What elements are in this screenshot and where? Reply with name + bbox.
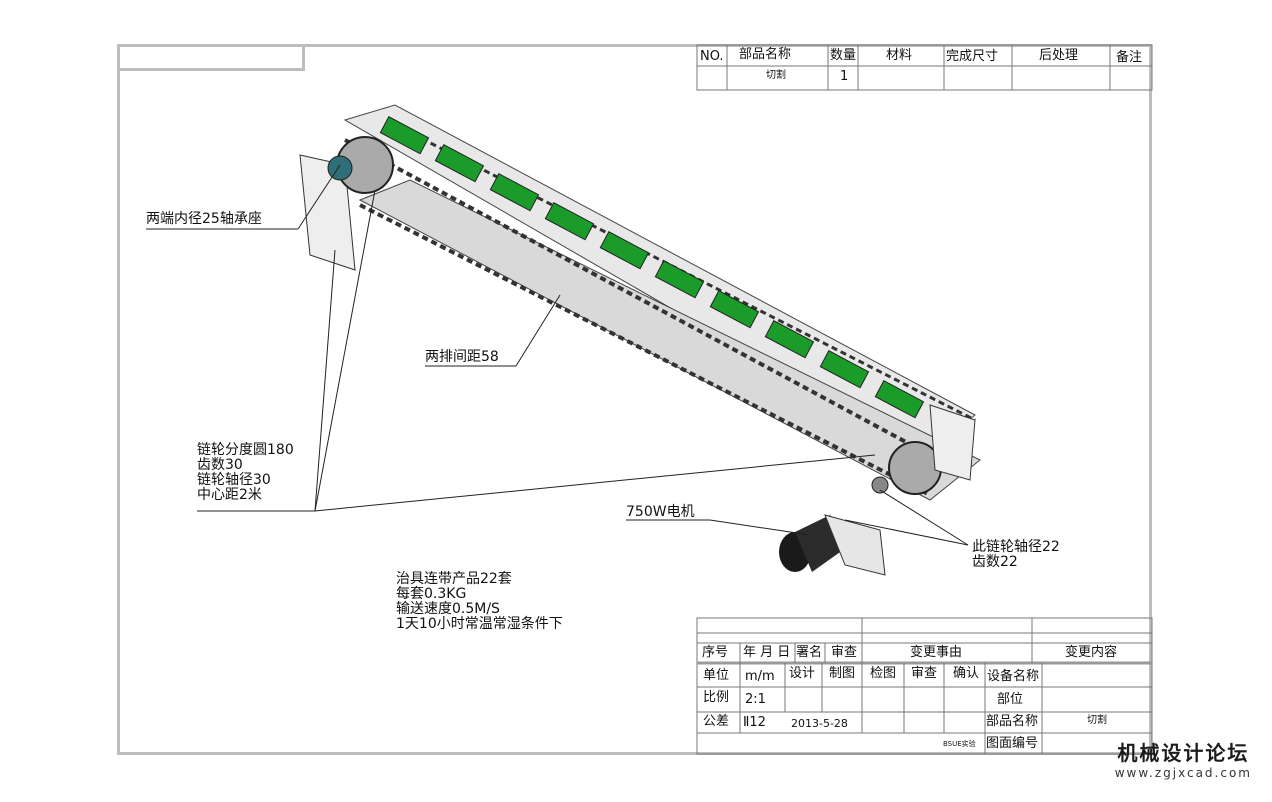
- rev-header-content: 变更内容: [1065, 645, 1118, 660]
- parts-header-size: 完成尺寸: [946, 49, 999, 64]
- rev-header-sign: 署名: [796, 645, 823, 660]
- parts-header-material: 材料: [886, 48, 913, 63]
- part-label: 部品名称: [986, 714, 1039, 729]
- sprocket-note: 链轮分度圆180 齿数30 链轮轴径30 中心距2米: [197, 442, 294, 503]
- rev-header-date: 年 月 日: [743, 645, 791, 660]
- role-check: 检图: [870, 666, 897, 681]
- small-mark: BSUE实验: [943, 740, 976, 748]
- rev-header-reason: 变更事由: [910, 645, 963, 660]
- watermark-url: www.zgjxcad.com: [1114, 766, 1252, 780]
- rev-header-review: 审查: [831, 645, 858, 660]
- rev-header-no: 序号: [702, 645, 729, 660]
- title-block-grid: [696, 617, 1153, 755]
- parts-header-post: 后处理: [1039, 48, 1079, 63]
- parts-row-qty: 1: [840, 69, 849, 84]
- role-review: 审查: [911, 666, 938, 681]
- bearing-note: 两端内径25轴承座: [146, 211, 262, 227]
- scale-value: 2:1: [745, 692, 766, 707]
- parts-header-name: 部品名称: [739, 47, 792, 62]
- part-value: 切割: [1087, 715, 1107, 726]
- drawing-no-label: 图面编号: [986, 736, 1039, 751]
- small-sprocket-note: 此链轮轴径22 齿数22: [972, 539, 1060, 570]
- unit-value: m/m: [745, 669, 775, 684]
- motor-note: 750W电机: [626, 504, 695, 520]
- frame-tab: [117, 44, 305, 71]
- drawing-frame: [117, 44, 1152, 755]
- role-design: 设计: [789, 666, 816, 681]
- parts-header-remark: 备注: [1116, 50, 1143, 65]
- motor: [779, 514, 886, 576]
- parts-header-no: NO.: [700, 49, 724, 64]
- equipment-label: 设备名称: [987, 669, 1040, 684]
- unit-label: 单位: [703, 668, 730, 683]
- position-label: 部位: [997, 692, 1024, 707]
- forum-watermark: 机械设计论坛 www.zgjxcad.com: [1115, 737, 1252, 780]
- spacing-note: 两排间距58: [425, 349, 499, 365]
- watermark-title: 机械设计论坛: [1117, 741, 1250, 765]
- scale-label: 比例: [703, 690, 730, 705]
- conveyor-body: [299, 104, 981, 501]
- parts-row-name: 切割: [766, 70, 786, 81]
- parts-table-grid: [696, 44, 1153, 91]
- tolerance-label: 公差: [703, 714, 730, 729]
- spec-note: 治具连带产品22套 每套0.3KG 输送速度0.5M/S 1天10小时常温常湿条…: [396, 571, 563, 632]
- drawing-date: 2013-5-28: [791, 717, 848, 730]
- tolerance-value: Ⅱ12: [743, 715, 766, 730]
- role-draft: 制图: [829, 666, 856, 681]
- leader-lines: [146, 164, 969, 546]
- role-confirm: 确认: [953, 666, 980, 681]
- parts-header-qty: 数量: [830, 48, 857, 63]
